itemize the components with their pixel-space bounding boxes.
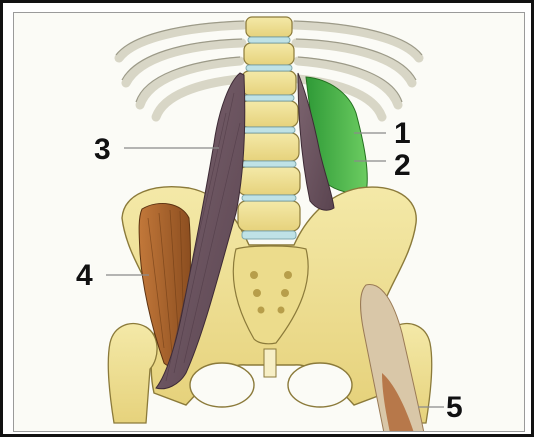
anatomy-diagram: 1 2 3 4 5 bbox=[14, 13, 525, 432]
label-5: 5 bbox=[446, 391, 463, 424]
label-4: 4 bbox=[76, 259, 93, 292]
label-2: 2 bbox=[394, 149, 411, 182]
anatomy-illustration: 1 2 3 4 5 bbox=[13, 12, 525, 432]
lumbar-spine bbox=[238, 17, 300, 239]
label-3: 3 bbox=[94, 133, 111, 166]
label-1: 1 bbox=[394, 117, 411, 150]
